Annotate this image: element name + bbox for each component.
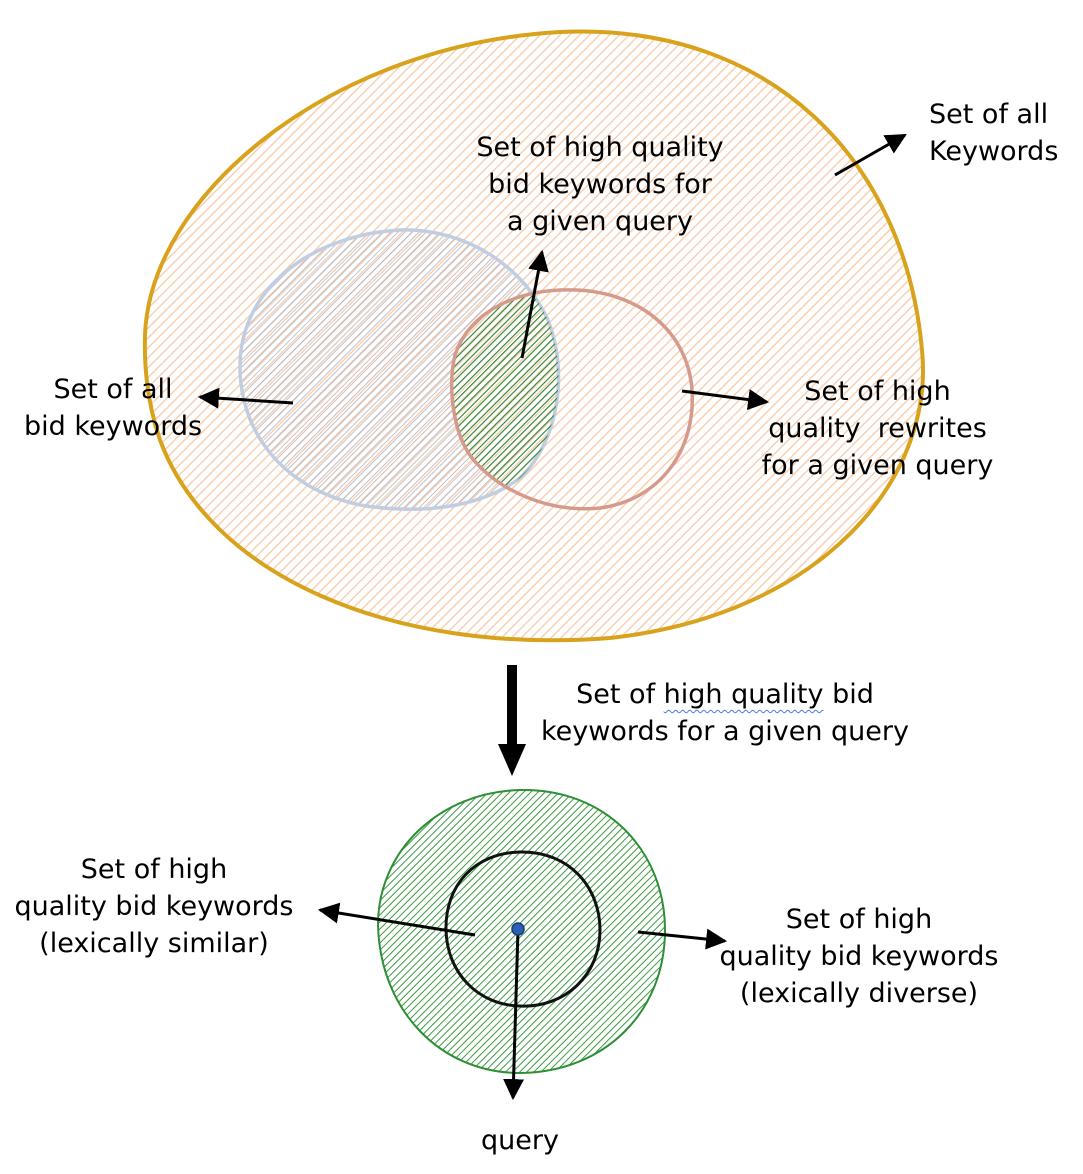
arrow-to-query xyxy=(503,929,525,1101)
label-rewrites-line2: quality rewrites xyxy=(768,413,987,444)
label-similar-line3: (lexically similar) xyxy=(39,928,269,959)
high-quality-rewrites-outline xyxy=(450,288,695,511)
label-hq-bid-line2: bid keywords for xyxy=(488,169,712,200)
label-query: query xyxy=(460,1122,580,1159)
label-all-bid-line1: Set of all xyxy=(53,374,173,405)
query-point xyxy=(511,922,525,936)
label-lexically-diverse: Set of high quality bid keywords (lexica… xyxy=(700,901,1018,1012)
label-all-keywords-line2: Keywords xyxy=(929,136,1059,167)
lexically-similar-outline xyxy=(444,850,602,1008)
label-all-bid-keywords: Set of all bid keywords xyxy=(8,371,218,445)
high-quality-bid-keywords-region xyxy=(451,289,559,509)
label-similar-line2: quality bid keywords xyxy=(14,891,294,922)
label-hq-bid-line3: a given query xyxy=(507,206,693,237)
label-hq-bid-line1: Set of high quality xyxy=(476,132,724,163)
label-diverse-line2: quality bid keywords xyxy=(719,941,999,972)
arrow-to-all-bid-keywords xyxy=(197,387,294,409)
label-transition-part3: bid xyxy=(823,679,874,710)
arrow-to-lexically-similar xyxy=(317,902,476,937)
label-high-quality-bid-keywords: Set of high quality bid keywords for a g… xyxy=(430,129,770,240)
label-rewrites-line3: for a given query xyxy=(761,450,994,481)
label-transition-part1: Set of xyxy=(576,679,664,710)
label-diverse-line1: Set of high xyxy=(785,904,933,935)
label-rewrites-line1: Set of high xyxy=(804,376,951,407)
arrow-to-high-quality-bid xyxy=(520,249,549,359)
arrow-to-rewrites xyxy=(681,389,770,410)
label-similar-line1: Set of high xyxy=(80,854,228,885)
label-all-keywords-line1: Set of all xyxy=(929,99,1049,130)
label-lexically-similar: Set of high quality bid keywords (lexica… xyxy=(0,851,308,962)
transition-arrow-head xyxy=(498,744,526,776)
label-transition-line1: Set of high quality bid xyxy=(520,676,930,713)
label-transition: Set of high quality bid keywords for a g… xyxy=(520,676,930,750)
arrow-to-lexically-diverse xyxy=(637,928,728,950)
label-all-bid-line2: bid keywords xyxy=(23,411,203,442)
label-all-keywords: Set of all Keywords xyxy=(929,96,1058,170)
label-high-quality-rewrites: Set of high quality rewrites for a given… xyxy=(745,373,1010,484)
arrow-to-all-keywords xyxy=(834,133,907,177)
label-transition-marked: high quality xyxy=(663,679,824,710)
transition-arrow-shaft xyxy=(507,665,517,745)
label-diverse-line3: (lexically diverse) xyxy=(739,978,979,1009)
label-transition-line2: keywords for a given query xyxy=(541,716,909,747)
label-query-text: query xyxy=(481,1125,559,1156)
